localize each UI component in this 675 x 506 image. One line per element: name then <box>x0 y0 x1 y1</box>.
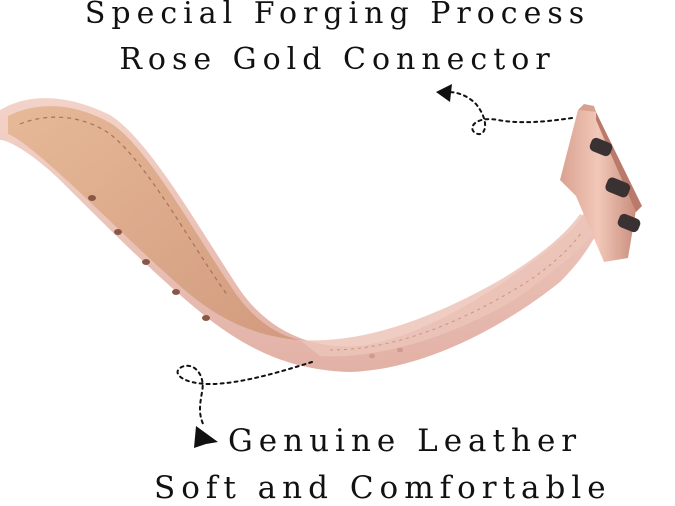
strap-top-stitching <box>329 231 583 351</box>
long-strap-stitching <box>19 116 229 297</box>
top-dotted-arrow-icon <box>436 84 573 135</box>
material-subtitle: Soft and Comfortable <box>154 470 612 506</box>
strap-holes <box>88 195 403 359</box>
rose-gold-connector <box>560 104 642 262</box>
material-title: Genuine Leather <box>228 423 583 459</box>
bottom-dotted-arrow-icon <box>176 361 313 448</box>
strap-top-surface <box>300 214 600 357</box>
long-strap-suede <box>8 106 300 340</box>
feature-subtitle: Rose Gold Connector <box>119 42 556 77</box>
feature-title: Special Forging Process <box>84 0 591 31</box>
